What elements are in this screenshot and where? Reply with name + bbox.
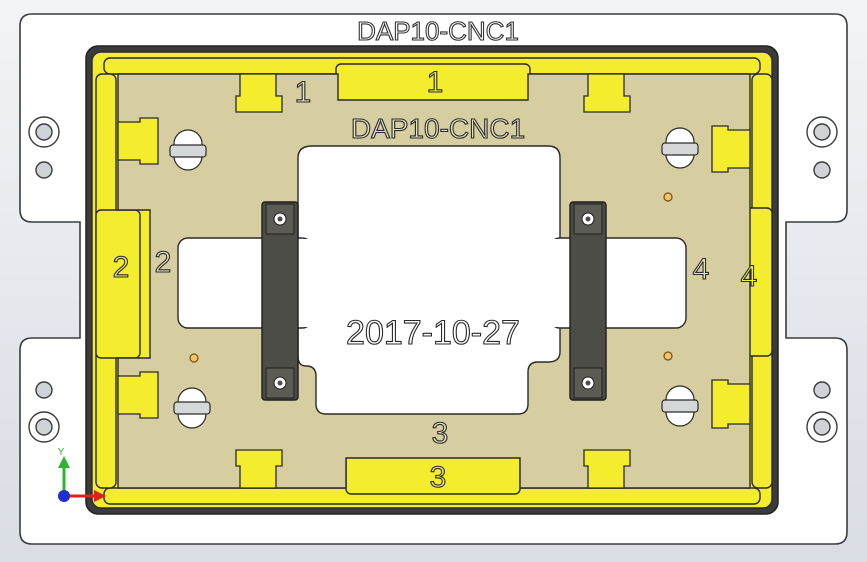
clamp-block-right xyxy=(569,201,607,401)
y-axis-arrow-icon xyxy=(58,456,70,468)
x-axis-arrow-icon xyxy=(94,490,106,502)
station-1-outer-label: 1 xyxy=(427,66,444,99)
clamp-block-left xyxy=(261,201,299,401)
center-cutout xyxy=(297,145,561,415)
date-label: 2017-10-27 xyxy=(346,314,520,352)
station-4-inner-label: 4 xyxy=(693,253,710,286)
axis-triad: Y xyxy=(58,447,106,502)
station-1-inner-label: 1 xyxy=(295,76,312,109)
station-2-outer-label: 2 xyxy=(113,251,130,284)
station-2-inner-label: 2 xyxy=(155,246,172,279)
z-axis-dot-icon xyxy=(58,490,70,502)
station-3-outer-label: 3 xyxy=(430,461,447,494)
station-3-inner-label: 3 xyxy=(432,417,449,450)
plate-top-label: DAP10-CNC1 xyxy=(357,16,519,46)
y-axis-label: Y xyxy=(58,447,65,458)
clamp-jaw-left xyxy=(95,209,141,359)
base-plate-holes xyxy=(28,116,838,443)
dowel-holes xyxy=(189,192,673,363)
fixture-name-label: DAP10-CNC1 xyxy=(351,113,525,144)
locating-pins xyxy=(169,127,699,429)
wing-join-right xyxy=(545,239,565,327)
station-4-outer-label: 4 xyxy=(741,260,758,293)
t-slot-notches xyxy=(117,73,751,489)
